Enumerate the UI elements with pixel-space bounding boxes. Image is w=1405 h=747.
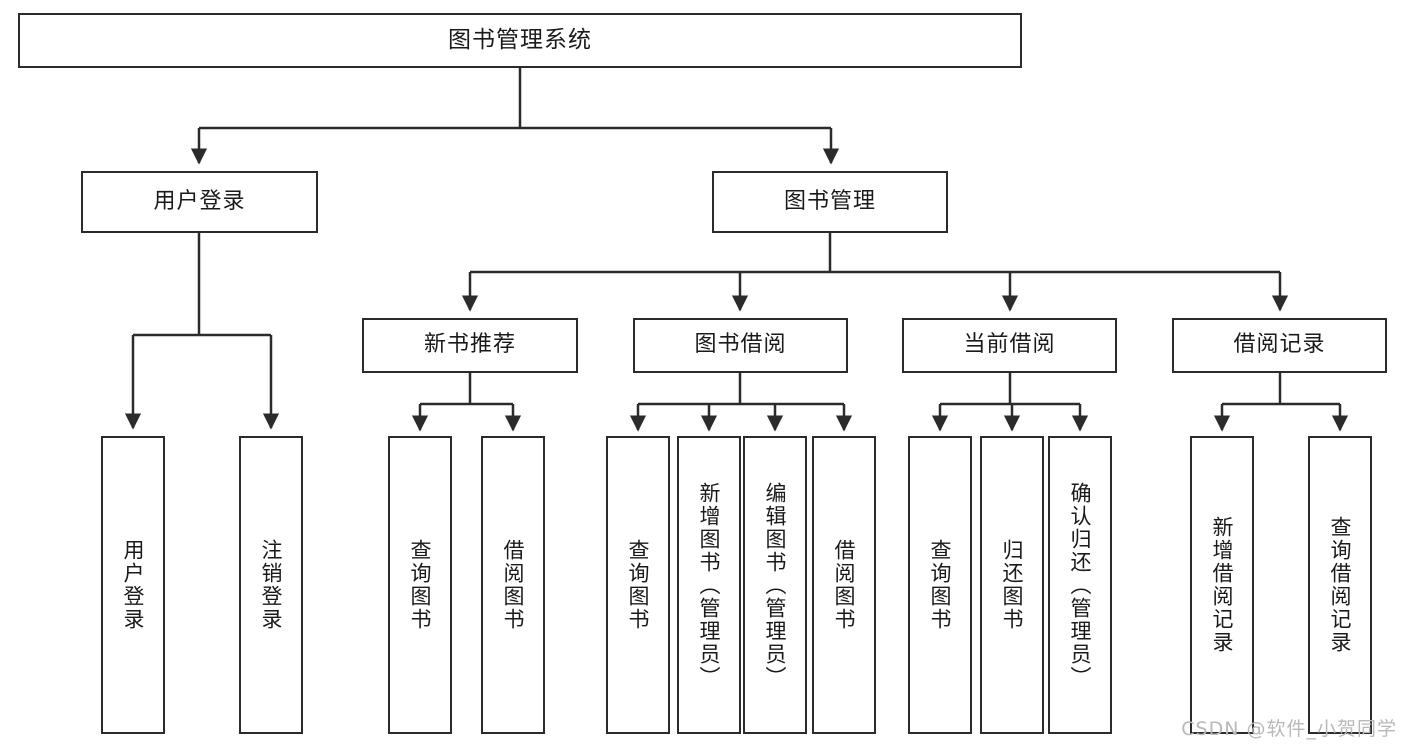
watermark: CSDN @软件_小贺同学 bbox=[1181, 718, 1397, 740]
node-leaf-query-book-2[interactable]: 查询图书 bbox=[606, 436, 670, 734]
node-book-manage[interactable]: 图书管理 bbox=[712, 171, 948, 233]
node-leaf-user-login-label: 用户登录 bbox=[121, 539, 146, 631]
node-leaf-user-login[interactable]: 用户登录 bbox=[101, 436, 165, 734]
node-book-borrow[interactable]: 图书借阅 bbox=[633, 318, 848, 373]
node-leaf-query-book-3-label: 查询图书 bbox=[928, 539, 953, 631]
node-leaf-return-book[interactable]: 归还图书 bbox=[980, 436, 1044, 734]
node-leaf-borrow-book-1-label: 借阅图书 bbox=[501, 539, 526, 631]
node-leaf-confirm-return-label: 确认归还（管理员） bbox=[1068, 481, 1093, 689]
node-root-label: 图书管理系统 bbox=[448, 26, 592, 53]
node-leaf-add-book-label: 新增图书（管理员） bbox=[697, 481, 722, 689]
node-leaf-edit-book-label: 编辑图书（管理员） bbox=[763, 481, 788, 689]
node-leaf-logout[interactable]: 注销登录 bbox=[239, 436, 303, 734]
node-leaf-return-book-label: 归还图书 bbox=[1000, 539, 1025, 631]
node-leaf-borrow-book-1[interactable]: 借阅图书 bbox=[481, 436, 545, 734]
node-borrow-record[interactable]: 借阅记录 bbox=[1172, 318, 1387, 373]
node-leaf-query-record[interactable]: 查询借阅记录 bbox=[1308, 436, 1372, 734]
node-leaf-confirm-return[interactable]: 确认归还（管理员） bbox=[1048, 436, 1112, 734]
node-leaf-query-book-3[interactable]: 查询图书 bbox=[908, 436, 972, 734]
node-leaf-query-book-2-label: 查询图书 bbox=[626, 539, 651, 631]
node-user-login[interactable]: 用户登录 bbox=[81, 171, 318, 233]
node-leaf-query-book-1-label: 查询图书 bbox=[408, 539, 433, 631]
node-leaf-edit-book[interactable]: 编辑图书（管理员） bbox=[743, 436, 807, 734]
node-new-book-recommend[interactable]: 新书推荐 bbox=[362, 318, 578, 373]
node-current-borrow[interactable]: 当前借阅 bbox=[902, 318, 1117, 373]
node-leaf-borrow-book-2[interactable]: 借阅图书 bbox=[812, 436, 876, 734]
node-current-borrow-label: 当前借阅 bbox=[963, 332, 1056, 358]
node-leaf-logout-label: 注销登录 bbox=[259, 539, 284, 631]
node-leaf-add-record-label: 新增借阅记录 bbox=[1210, 516, 1235, 654]
node-leaf-add-book[interactable]: 新增图书（管理员） bbox=[677, 436, 741, 734]
node-user-login-label: 用户登录 bbox=[153, 188, 246, 214]
node-new-book-recommend-label: 新书推荐 bbox=[423, 332, 516, 358]
node-leaf-add-record[interactable]: 新增借阅记录 bbox=[1190, 436, 1254, 734]
node-book-borrow-label: 图书借阅 bbox=[694, 332, 787, 358]
node-leaf-query-book-1[interactable]: 查询图书 bbox=[388, 436, 452, 734]
node-leaf-borrow-book-2-label: 借阅图书 bbox=[832, 539, 857, 631]
node-leaf-query-record-label: 查询借阅记录 bbox=[1328, 516, 1353, 654]
node-book-manage-label: 图书管理 bbox=[783, 188, 876, 214]
node-root[interactable]: 图书管理系统 bbox=[18, 13, 1022, 68]
node-borrow-record-label: 借阅记录 bbox=[1233, 332, 1326, 358]
